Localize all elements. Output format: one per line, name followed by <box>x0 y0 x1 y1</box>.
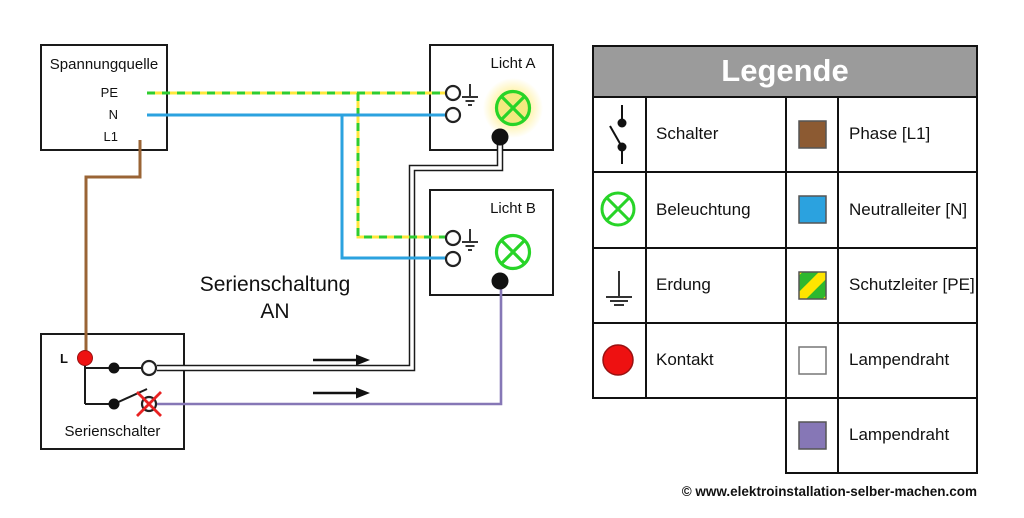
switch-box-title: Serienschalter <box>64 423 161 440</box>
switch-icon <box>609 105 627 164</box>
legend-header <box>592 45 978 98</box>
circuit-state-line1: Serienschaltung <box>199 273 351 296</box>
legend-swatch-label: Phase [L1] <box>849 124 931 143</box>
contact-icon <box>77 350 93 366</box>
terminal-l-a <box>491 128 509 146</box>
swatch-lamp-purple <box>798 421 827 450</box>
earth-icon <box>606 271 632 306</box>
lamp-b-icon <box>494 233 532 271</box>
legend-table <box>592 45 978 474</box>
lamp-wire-purple <box>157 288 503 406</box>
switch-internals <box>77 350 162 417</box>
terminal-l-b <box>491 272 509 290</box>
lamp-a-icon <box>494 89 532 127</box>
legend-swatch-label: Schutzleiter [PE] <box>849 275 975 294</box>
lamp-icon <box>600 191 636 227</box>
terminal-n-a <box>444 106 462 124</box>
arrow-icon <box>313 387 370 399</box>
earth-icon <box>462 229 478 251</box>
light-b-title: Licht B <box>490 200 536 217</box>
swatch-neutral <box>798 195 827 224</box>
terminal-pe-b <box>444 229 462 247</box>
terminal-label-n: N <box>108 107 118 122</box>
contact-icon <box>602 344 634 376</box>
pe-wire <box>147 91 446 239</box>
phase-wire <box>84 140 142 351</box>
legend-symbol-label: Schalter <box>656 124 719 143</box>
swatch-pe <box>798 271 827 300</box>
earth-icon <box>462 84 478 106</box>
light-a-title: Licht A <box>490 55 536 72</box>
source-box <box>40 44 168 151</box>
circuit-state-line2: AN <box>260 300 290 323</box>
legend-symbol-label: Beleuchtung <box>656 200 751 219</box>
legend-symbol-label: Erdung <box>656 275 711 294</box>
terminal-label-pe: PE <box>100 85 118 100</box>
legend-swatch-label: Lampendraht <box>849 425 950 444</box>
neutral-wire <box>147 113 446 260</box>
copyright-text: © www.elektroinstallation-selber-machen.… <box>681 484 977 499</box>
circuit-state-title: Serienschaltung AN <box>190 271 360 325</box>
terminal-n-b <box>444 250 462 268</box>
arrow-icon <box>313 354 370 366</box>
legend-swatch-label: Neutralleiter [N] <box>849 200 968 219</box>
legend-swatch-label: Lampendraht <box>849 350 950 369</box>
open-cross-icon <box>136 391 162 417</box>
terminal-label-l1: L1 <box>103 129 118 144</box>
source-box-title: Spannungquelle <box>49 56 159 73</box>
swatch-lamp-white <box>798 346 827 375</box>
swatch-phase <box>798 120 827 149</box>
legend-title: Legende <box>721 53 849 88</box>
switch-lever <box>113 388 148 405</box>
switch-terminal-label: L <box>60 351 68 366</box>
contact-closed <box>140 359 158 377</box>
terminal-pe-a <box>444 84 462 102</box>
legend-symbol-label: Kontakt <box>656 350 714 369</box>
lamp-wire-white <box>157 140 504 372</box>
